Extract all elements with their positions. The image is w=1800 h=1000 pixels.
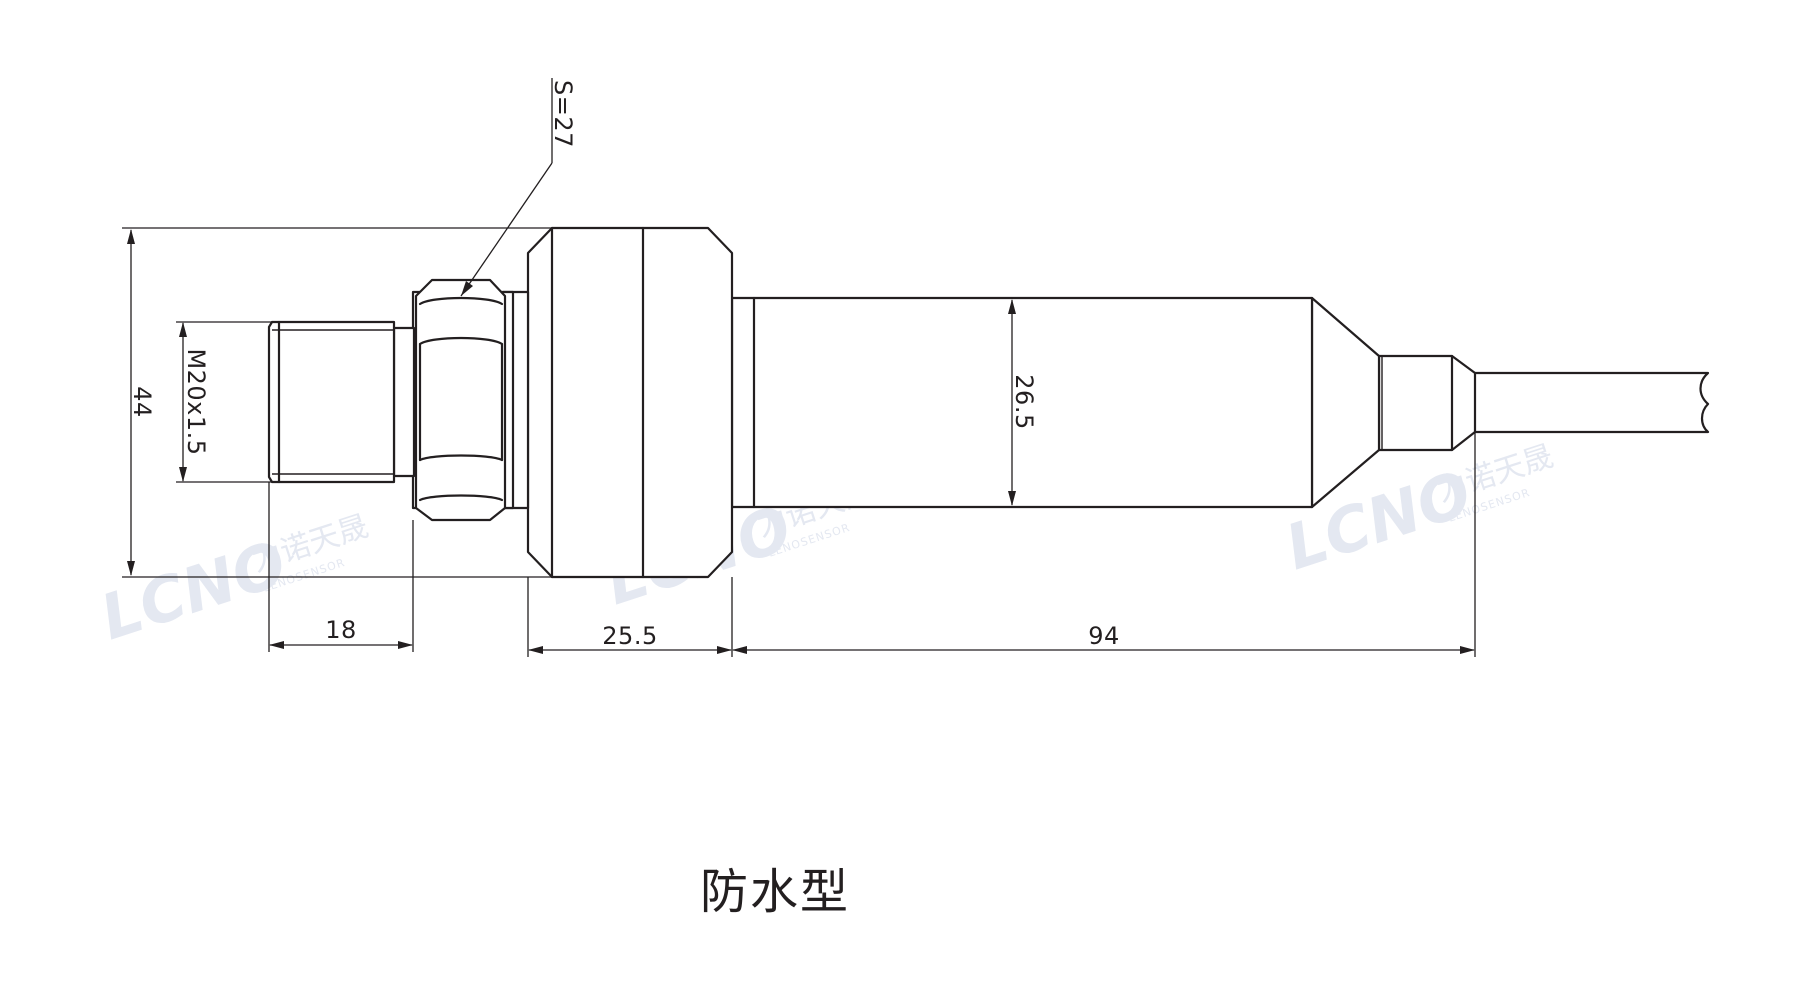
thread bbox=[267, 320, 396, 484]
wrench-size-label: S=27 bbox=[549, 80, 577, 148]
dim-body-diameter: 26.5 bbox=[1008, 299, 1038, 506]
body-length-label: 94 bbox=[1088, 622, 1120, 650]
cable bbox=[1473, 371, 1710, 434]
taper bbox=[1310, 296, 1381, 509]
drawing-caption: 防水型 bbox=[700, 864, 851, 920]
dim-collar-width: 25.5 bbox=[528, 622, 732, 654]
total-height-label: 44 bbox=[128, 386, 156, 418]
sensor-body bbox=[730, 296, 1314, 509]
extension-lines bbox=[122, 227, 1476, 657]
dim-thread-length: 18 bbox=[269, 616, 413, 649]
collar-width-label: 25.5 bbox=[602, 622, 657, 650]
washer bbox=[392, 326, 416, 478]
dim-body-length: 94 bbox=[732, 622, 1475, 654]
hex-nut bbox=[411, 278, 515, 522]
collar bbox=[526, 226, 734, 579]
dim-thread: M20x1.5 bbox=[179, 322, 210, 482]
thread-label: M20x1.5 bbox=[182, 348, 210, 455]
body-diameter-label: 26.5 bbox=[1010, 374, 1038, 429]
leader-wrench-size: S=27 bbox=[460, 78, 577, 297]
dim-total-height: 44 bbox=[127, 229, 156, 576]
cable-gland bbox=[1377, 354, 1477, 452]
thread-length-label: 18 bbox=[325, 616, 357, 644]
